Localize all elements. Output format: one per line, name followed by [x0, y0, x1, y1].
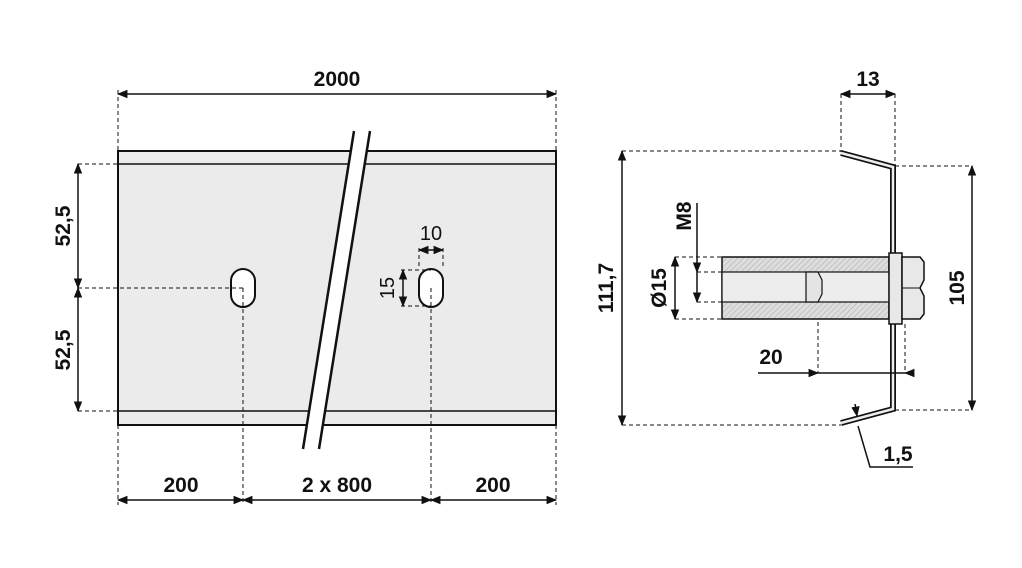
dim-bolt-depth: 20: [759, 346, 782, 369]
label-thread: M8: [673, 201, 696, 230]
dim-flange-offset: 13: [856, 68, 879, 91]
dim-slot-width: 10: [420, 223, 442, 245]
dim-spacing-middle: 2 x 800: [302, 474, 372, 497]
dim-total-length: 2000: [314, 68, 361, 91]
break-band: [303, 131, 370, 449]
front-view: 2000 52,5 52,5 200 2 x 800 200 10 15: [52, 68, 558, 505]
dim-inner-height: 105: [946, 270, 969, 305]
dim-spacing-left: 200: [163, 474, 198, 497]
dim-overall-height: 111,7: [595, 263, 618, 313]
dim-sleeve-diameter: Ø15: [648, 268, 671, 308]
dim-height-lower: 52,5: [52, 329, 75, 370]
dim-height-upper: 52,5: [52, 205, 75, 246]
washer: [888, 252, 903, 325]
dim-slot-height: 15: [377, 277, 399, 299]
dim-spacing-right: 200: [475, 474, 510, 497]
bolt-end: [805, 271, 823, 303]
section-view: 13 111,7 105 Ø15 M8 20 1,5: [595, 68, 977, 468]
dim-thickness: 1,5: [883, 443, 913, 466]
